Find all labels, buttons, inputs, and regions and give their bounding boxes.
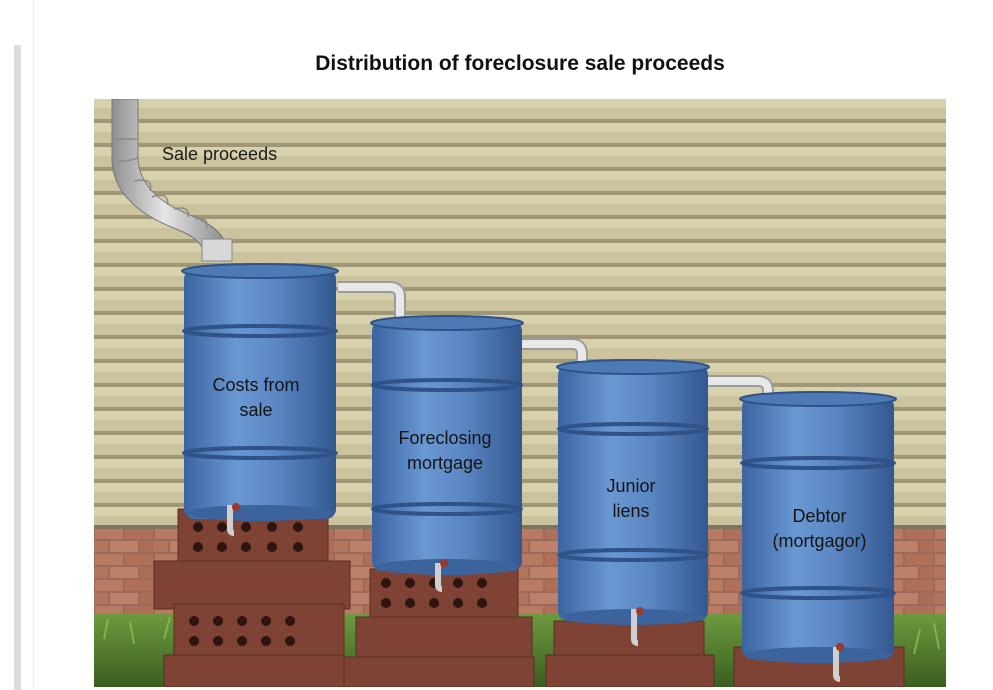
figure-title: Distribution of foreclosure sale proceed… — [315, 52, 725, 75]
label-foreclosing-mortgage: Foreclosing mortgage — [370, 426, 520, 476]
barrel-mortgage — [370, 315, 524, 592]
label-line: (mortgagor) — [772, 531, 867, 551]
label-sale-proceeds: Sale proceeds — [162, 144, 278, 164]
label-costs-from-sale: Costs from sale — [185, 373, 327, 423]
label-line: mortgage — [406, 453, 484, 473]
label-line: Costs from — [212, 375, 300, 395]
label-line: Debtor — [792, 506, 847, 526]
label-line: sale — [239, 400, 273, 420]
barrel-junior — [556, 359, 710, 646]
page-margin-bar — [14, 45, 21, 690]
barrel-costs — [181, 263, 339, 536]
label-line: Junior — [606, 476, 656, 496]
label-junior-liens: Junior liens — [557, 474, 705, 524]
page-divider-line — [33, 0, 34, 690]
label-line: Foreclosing — [398, 428, 492, 448]
barrel-debtor — [739, 391, 897, 682]
label-line: liens — [612, 501, 650, 521]
barrel-illustration — [94, 99, 946, 687]
label-debtor-mortgagor: Debtor (mortgagor) — [742, 504, 897, 554]
illustration — [94, 99, 946, 687]
